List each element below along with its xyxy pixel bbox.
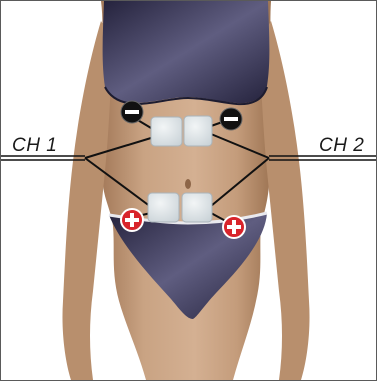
minus-circle-icon <box>121 101 143 123</box>
electrode-pad-upper-right <box>184 116 212 146</box>
plus-circle-icon <box>223 216 245 238</box>
electrode-pad-lower-right <box>182 193 212 222</box>
electrode-pad-upper-left <box>151 117 182 146</box>
channel-2-label: CH 2 <box>319 135 364 157</box>
plus-circle-icon <box>121 209 143 231</box>
electrode-pad-lower-left <box>148 193 179 222</box>
sports-top <box>103 1 270 103</box>
minus-circle-icon <box>220 108 242 130</box>
navel <box>185 179 191 189</box>
channel-1-label: CH 1 <box>12 135 57 157</box>
